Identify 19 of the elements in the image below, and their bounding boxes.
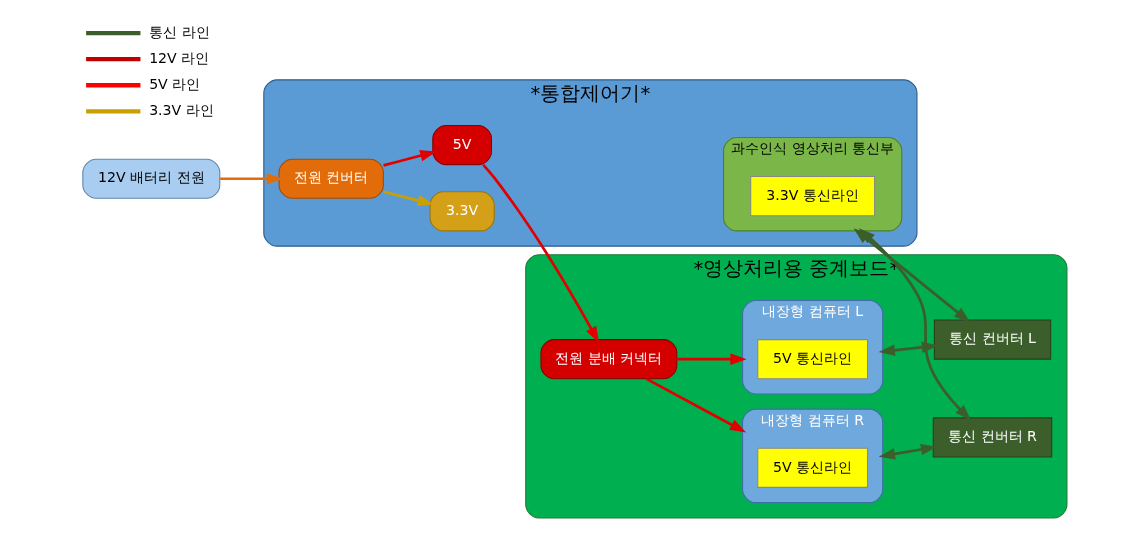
- legend-label: 통신 라인: [149, 23, 210, 40]
- legend-label: 3.3V 라인: [149, 102, 214, 119]
- node-box: 5V 통신라인: [757, 447, 869, 488]
- node-box: 12V 배터리 전원: [82, 158, 221, 199]
- node-box: 5V: [432, 124, 493, 166]
- node-box: 3.3V: [429, 191, 495, 232]
- arrow: [676, 353, 747, 365]
- node-box: 전원 분배 커넥터: [540, 339, 678, 380]
- node-box: 통신 컨버터 R: [932, 417, 1053, 458]
- node-box: 전원 컨버터: [278, 158, 384, 199]
- arrow: [482, 163, 600, 343]
- legend-label: 12V 라인: [149, 49, 210, 66]
- arrow: [383, 150, 437, 167]
- arrow: [645, 377, 747, 433]
- node-box: 5V 통신라인: [757, 339, 869, 380]
- node-box: 3.3V 통신라인: [750, 176, 876, 217]
- arrow: [383, 190, 434, 207]
- node-box: 통신 컨버터 L: [933, 319, 1052, 360]
- legend-label: 5V 라인: [149, 75, 201, 92]
